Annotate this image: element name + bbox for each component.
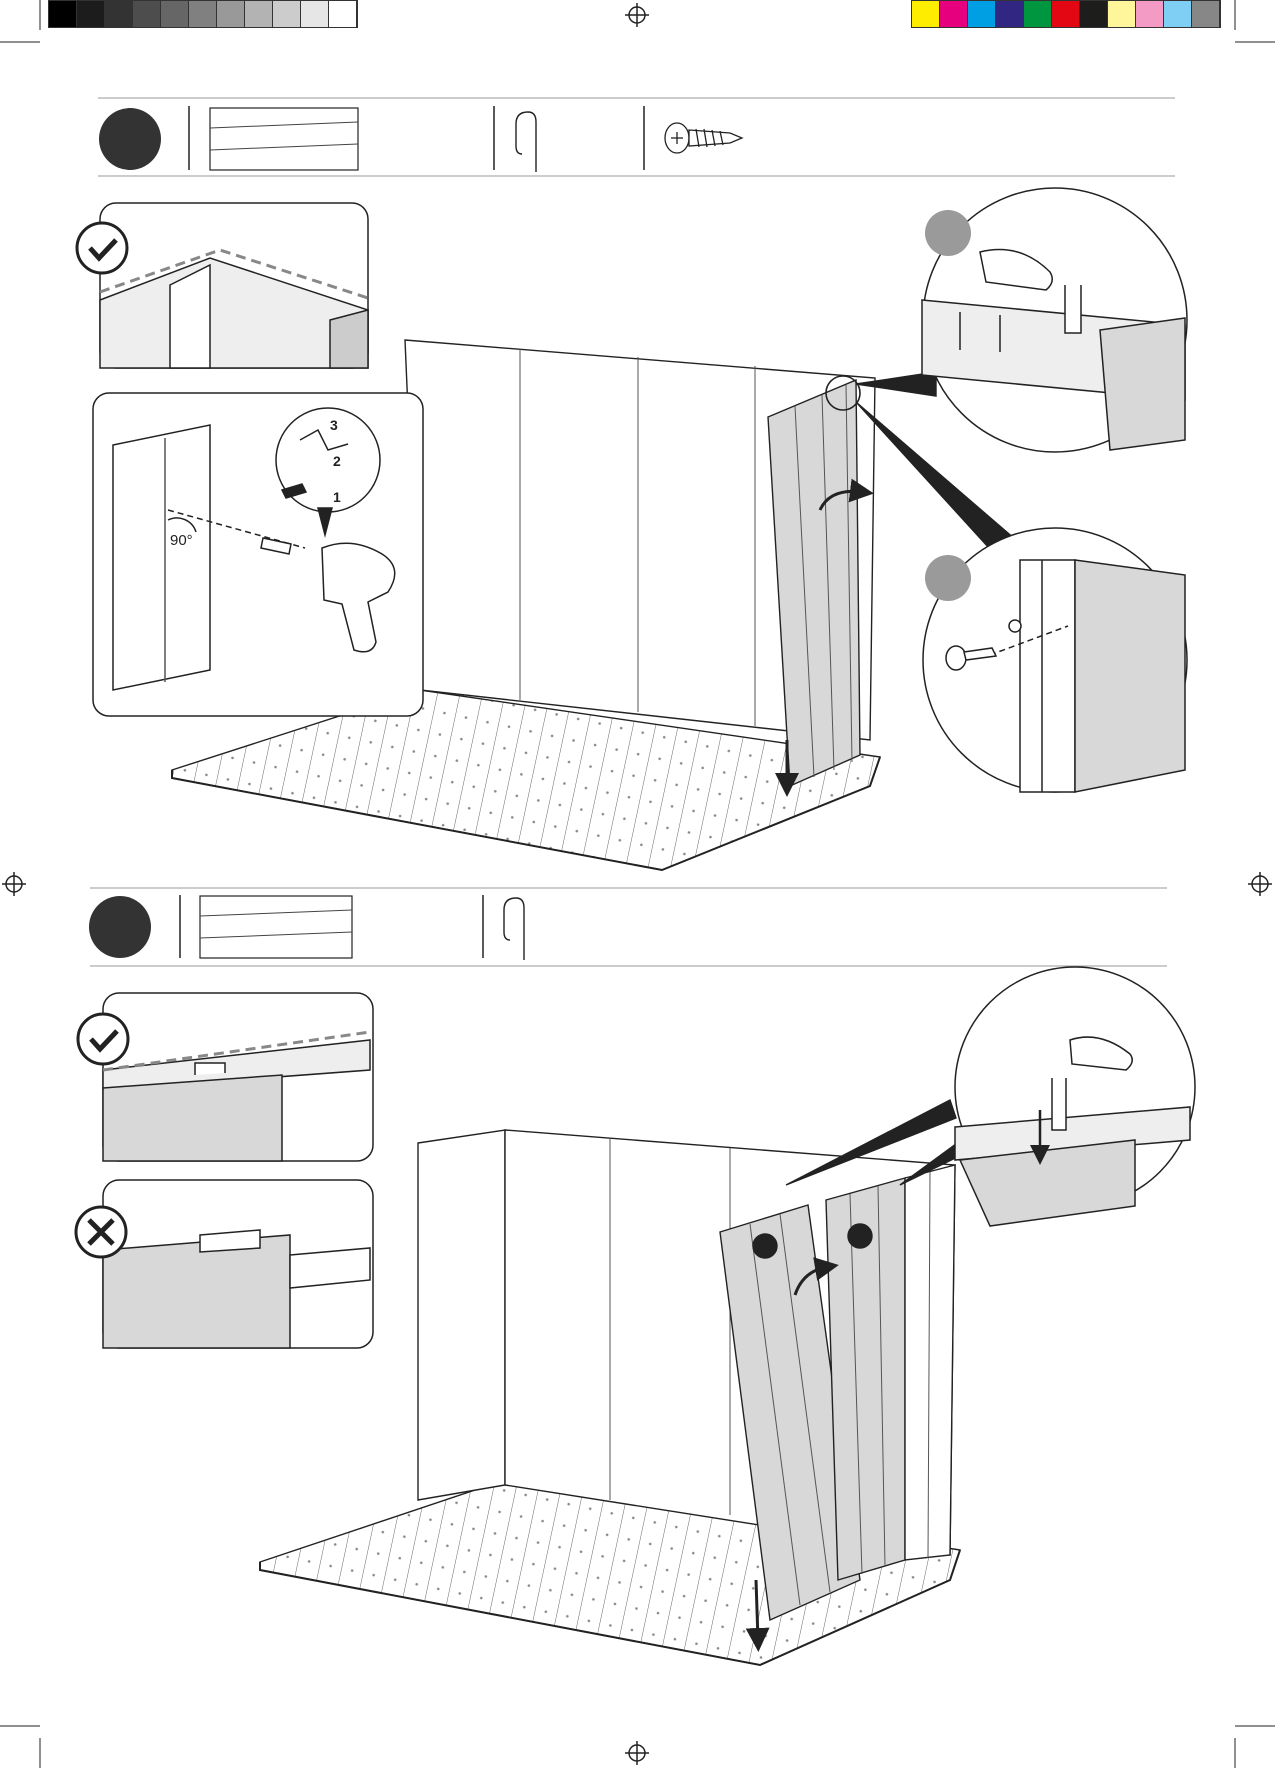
step-2-badge [89, 896, 151, 958]
step-1-drill-detail: 90° 1 2 3 [93, 393, 423, 716]
step-2-correct-detail [78, 993, 373, 1161]
svg-text:2: 2 [333, 453, 341, 469]
registration-mark-top [625, 3, 649, 27]
step-1-parts-bar [98, 98, 1175, 176]
wall-panel-icon [200, 896, 352, 958]
svg-text:3: 3 [330, 417, 338, 433]
registration-mark-left [2, 872, 26, 896]
step-2-parts-bar [89, 888, 1167, 966]
registration-mark-bottom [625, 1741, 649, 1765]
step-2-panel-dot [848, 1224, 872, 1248]
step-1-zoom-screw [923, 528, 1187, 792]
check-icon [77, 223, 127, 273]
step-2-zoom-clip [955, 967, 1195, 1226]
step-2-back-wall [418, 1130, 505, 1500]
registration-mark-right [1248, 872, 1272, 896]
connector-clip-icon [504, 898, 524, 960]
step-2-panel-dot [753, 1234, 777, 1258]
callout-dot [925, 210, 971, 256]
step-1-zoom-clip [922, 188, 1187, 452]
check-icon [78, 1014, 128, 1064]
step-1-correct-detail [77, 203, 368, 368]
callout-dot [925, 555, 971, 601]
svg-text:1: 1 [333, 489, 341, 505]
step-1-badge [99, 108, 161, 170]
wall-panel-icon [210, 108, 358, 170]
step-2-wrong-detail [76, 1180, 373, 1348]
angle-label: 90° [170, 532, 193, 549]
connector-clip-icon [516, 112, 536, 172]
screw-icon [665, 123, 742, 153]
